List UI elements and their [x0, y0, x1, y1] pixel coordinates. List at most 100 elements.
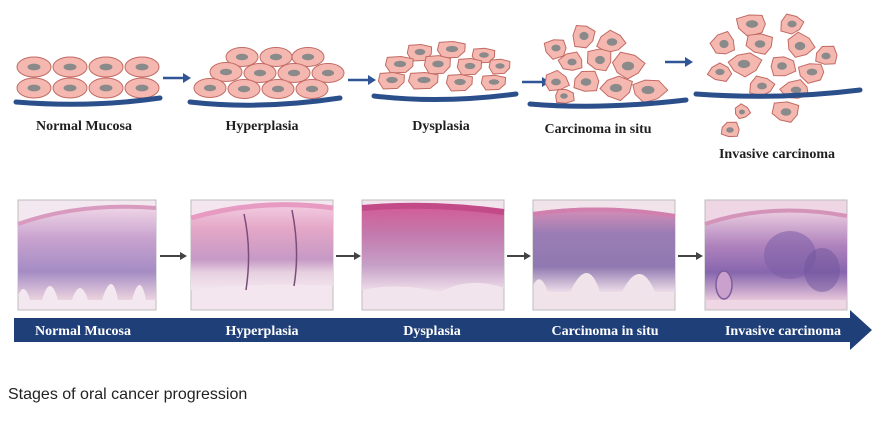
cell [384, 55, 414, 74]
cell [544, 69, 571, 92]
schematic-carcinoma-in-situ: Carcinoma in situ [527, 24, 689, 137]
histology-panel-dysplasia [361, 199, 505, 311]
cell [727, 52, 763, 78]
stage-arrow-4 [665, 57, 693, 67]
cell-cluster [543, 24, 669, 104]
nucleus [777, 62, 787, 70]
cell [543, 39, 567, 60]
nucleus [737, 59, 751, 69]
nucleus [595, 55, 605, 65]
stage-label-dysplasia: Dysplasia [412, 119, 470, 134]
cell [555, 88, 575, 104]
cell [243, 63, 277, 83]
nucleus [606, 38, 618, 46]
progression-band: Normal Mucosa Hyperplasia Dysplasia Carc… [14, 310, 872, 350]
cell [734, 103, 752, 120]
nucleus [386, 76, 398, 84]
nucleus [287, 69, 301, 77]
nucleus [790, 86, 802, 94]
band-label-normal-mucosa: Normal Mucosa [35, 324, 131, 339]
cell [423, 55, 451, 75]
nucleus [99, 63, 113, 71]
cell [227, 79, 261, 99]
nucleus [253, 69, 267, 77]
cell [295, 79, 329, 99]
nucleus [135, 84, 149, 92]
nucleus [488, 79, 500, 85]
nucleus [551, 78, 561, 86]
schematic-normal-mucosa: Normal Mucosa [13, 56, 163, 134]
nucleus [579, 31, 589, 41]
nucleus [580, 78, 592, 86]
stage-label-carcinoma-in-situ: Carcinoma in situ [544, 122, 651, 137]
cell [52, 77, 88, 99]
histology-panel-carcinoma-in-situ [532, 199, 676, 311]
cell [124, 77, 160, 99]
cell [488, 58, 511, 75]
nucleus [567, 58, 577, 66]
cell-cluster [377, 40, 511, 92]
panel-arrow-4 [678, 252, 703, 260]
cell [407, 71, 439, 90]
cell [586, 48, 612, 72]
nucleus [757, 82, 767, 90]
cell [16, 77, 52, 99]
schematic-invasive-carcinoma: Invasive carcinoma [693, 13, 863, 162]
nucleus [63, 84, 77, 92]
nucleus [321, 69, 335, 77]
cell [261, 79, 295, 99]
cell [632, 79, 669, 104]
nucleus [301, 53, 315, 61]
nucleus [726, 127, 734, 133]
histology-panel-invasive-carcinoma [704, 199, 848, 311]
nucleus [621, 61, 635, 71]
cell [480, 74, 507, 91]
cell [787, 31, 816, 58]
panel-arrow-2 [336, 252, 361, 260]
schematic-hyperplasia: Hyperplasia [187, 47, 345, 134]
basement-membrane [693, 87, 863, 99]
nucleus [432, 60, 444, 68]
histology-panel-hyperplasia [190, 199, 334, 311]
cell [471, 47, 496, 64]
nucleus [495, 63, 505, 69]
cell [259, 47, 293, 67]
basement-membrane [371, 91, 519, 103]
cell [611, 51, 646, 80]
cell [815, 45, 838, 65]
band-label-invasive-carcinoma: Invasive carcinoma [725, 324, 841, 339]
nucleus [609, 83, 623, 93]
nucleus [780, 108, 792, 116]
stage-label-hyperplasia: Hyperplasia [225, 119, 298, 134]
cell [311, 63, 345, 83]
nucleus [560, 93, 568, 99]
nucleus [787, 20, 797, 28]
cell-cluster [193, 47, 345, 99]
panel-arrow-3 [507, 252, 531, 260]
cell [709, 30, 736, 55]
nucleus [269, 53, 283, 61]
nucleus [445, 45, 459, 53]
cell [124, 56, 160, 78]
cell [770, 56, 797, 77]
nucleus [135, 63, 149, 71]
nucleus [454, 78, 466, 86]
cell-cluster [706, 13, 838, 138]
cell [706, 62, 733, 82]
cell [797, 63, 825, 84]
cell [573, 70, 600, 92]
nucleus [27, 84, 41, 92]
cell [406, 43, 433, 62]
basement-membrane [187, 95, 343, 108]
basement-membrane [13, 95, 163, 107]
nucleus [393, 60, 407, 68]
nucleus [417, 76, 431, 84]
nucleus [754, 40, 766, 48]
band-label-carcinoma-in-situ: Carcinoma in situ [551, 324, 658, 339]
histology-panel-normal-mucosa [17, 199, 157, 311]
cell [88, 56, 124, 78]
cell-cluster [16, 56, 160, 99]
nucleus [203, 84, 217, 92]
stage-label-normal-mucosa: Normal Mucosa [36, 119, 132, 134]
